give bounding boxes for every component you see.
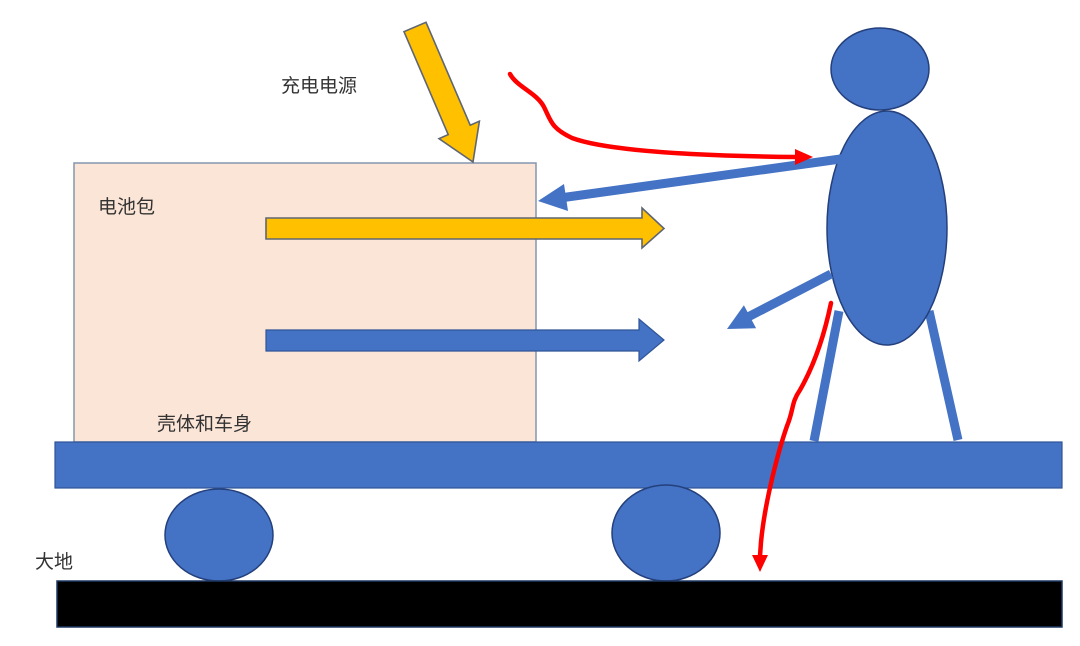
person-head [830,27,930,111]
ground-label: 大地 [35,551,73,573]
blue-energy-arrow-icon [265,317,665,363]
interference-arrow-ground-icon [752,300,834,572]
wheel-front-icon [164,488,274,582]
ground-bar [56,580,1063,628]
battery-pack-box [73,162,537,443]
interference-arrow-top-icon [507,71,813,165]
shell-and-body-label: 壳体和车身 [157,413,252,435]
charging-power-arrow-icon [402,21,481,164]
person-leg-right [924,310,963,441]
person-to-battery-arrow-icon [538,151,863,211]
person-body [826,110,948,346]
charging-source-label: 充电电源 [281,75,357,97]
person-arm-arrow-icon [727,270,834,329]
person-leg-left [809,310,844,442]
chassis-bar [54,441,1063,489]
gold-energy-arrow-icon [265,206,666,250]
wheel-rear-icon [611,484,721,582]
battery-pack-label: 电池包 [98,196,155,218]
